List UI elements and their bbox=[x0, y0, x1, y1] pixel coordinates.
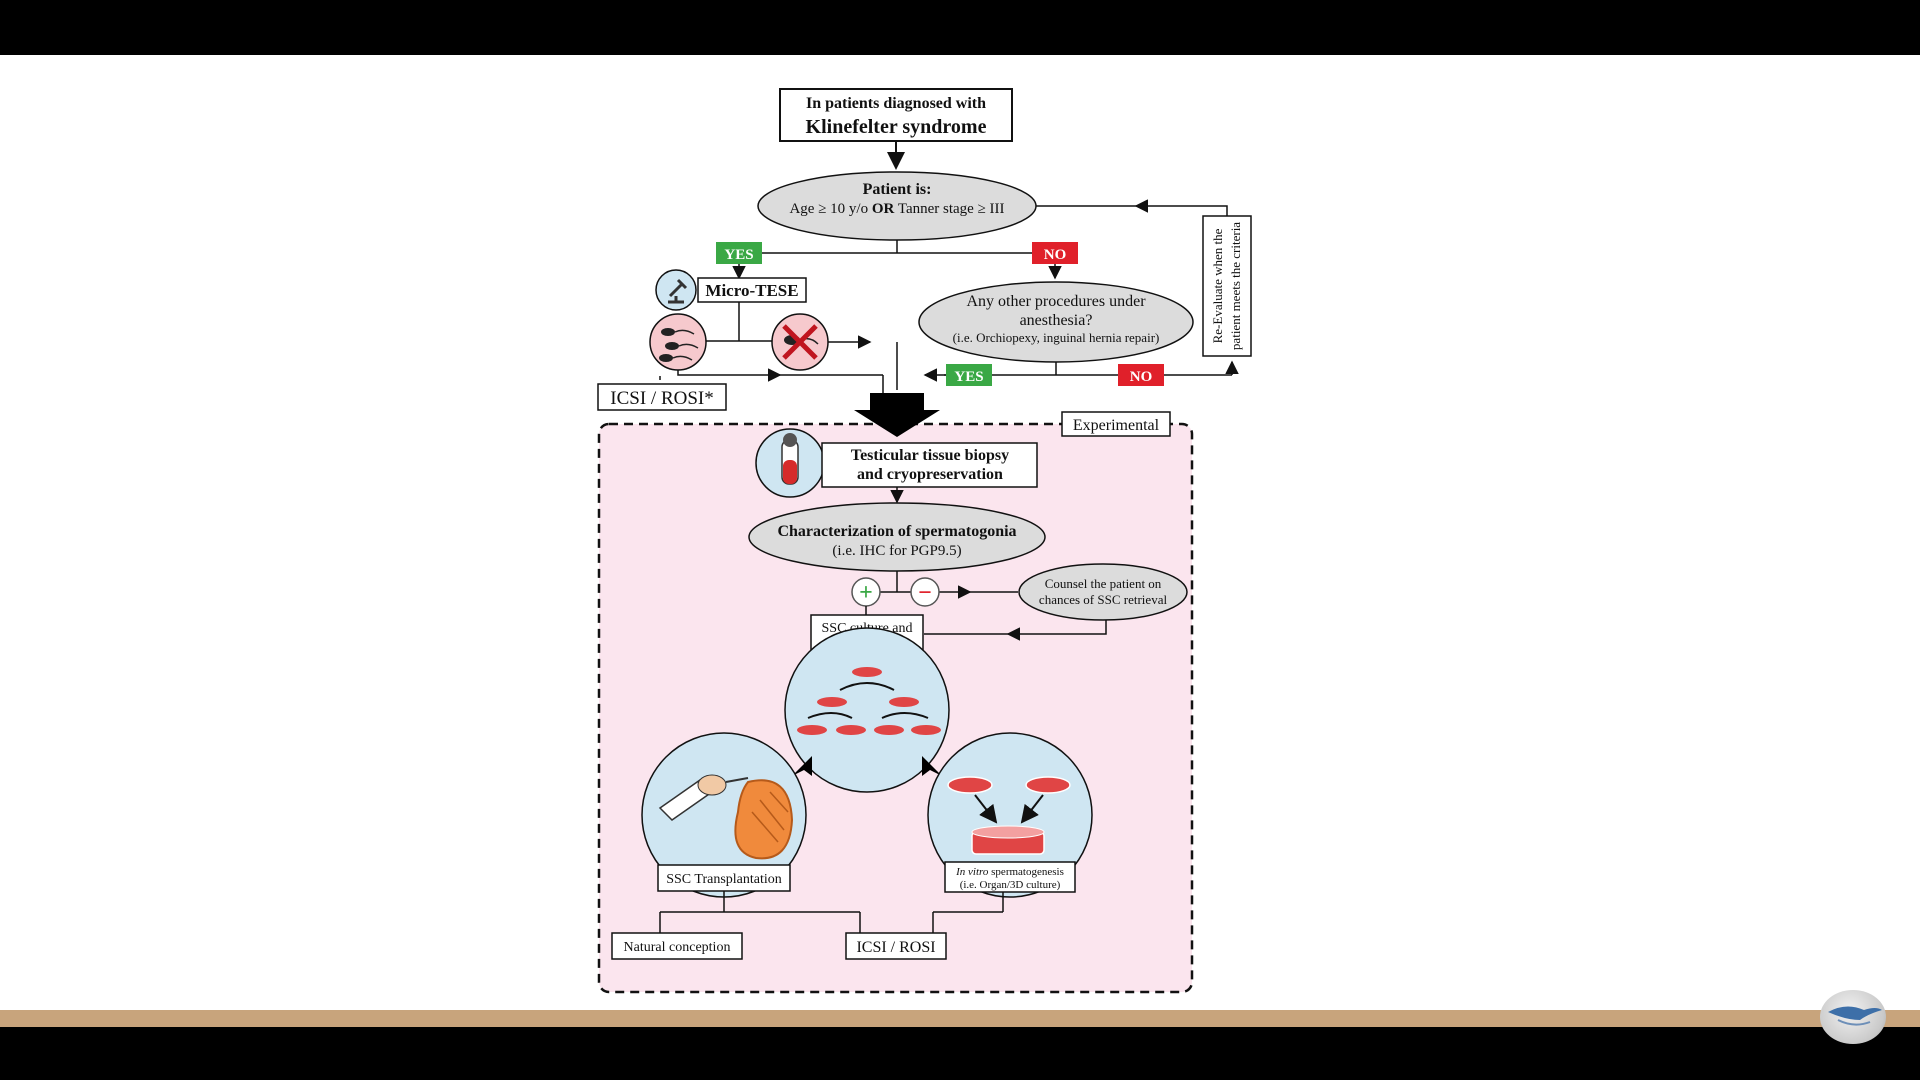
big-down-arrow bbox=[854, 393, 940, 437]
start-line2: Klinefelter syndrome bbox=[806, 116, 987, 138]
testis-icon bbox=[734, 779, 794, 860]
svg-text:patient meets the criteria: patient meets the criteria bbox=[1228, 222, 1243, 350]
svg-text:(i.e. Organ/3D culture): (i.e. Organ/3D culture) bbox=[960, 879, 1061, 891]
svg-text:Characterization of spermatogo: Characterization of spermatogonia bbox=[777, 523, 1016, 540]
svg-text:−: − bbox=[918, 580, 932, 606]
no-badge-2 bbox=[1118, 364, 1164, 386]
microscope-icon bbox=[655, 269, 697, 311]
culture-propagation-icon bbox=[784, 627, 950, 793]
svg-text:Re-Evaluate when the: Re-Evaluate when the bbox=[1210, 228, 1225, 343]
criteria-text: Age ≥ 10 y/o OR Tanner stage ≥ III bbox=[789, 201, 1004, 217]
petri-dish-icon bbox=[927, 732, 1093, 898]
svg-text:ICSI / ROSI: ICSI / ROSI bbox=[856, 939, 935, 956]
svg-text:Counsel the patient on: Counsel the patient on bbox=[1045, 576, 1162, 591]
svg-text:anesthesia?: anesthesia? bbox=[1020, 312, 1093, 329]
svg-text:Micro-TESE: Micro-TESE bbox=[705, 281, 798, 300]
icsi-rosi-box bbox=[845, 932, 947, 960]
negative-icon bbox=[910, 577, 940, 607]
svg-text:Testicular tissue biopsy: Testicular tissue biopsy bbox=[851, 447, 1009, 464]
counsel-ellipse bbox=[1018, 563, 1188, 621]
svg-text:ICSI / ROSI*: ICSI / ROSI* bbox=[610, 388, 713, 409]
yes-badge bbox=[716, 242, 762, 264]
svg-text:NO: NO bbox=[1130, 369, 1153, 385]
no-sperm-icon bbox=[771, 313, 829, 371]
invitro-box bbox=[944, 861, 1076, 893]
sperm-icon bbox=[649, 313, 707, 371]
svg-text:NO: NO bbox=[1044, 247, 1067, 263]
svg-text:YES: YES bbox=[724, 247, 753, 263]
arrow-left bbox=[792, 756, 812, 776]
svg-text:and cryopreservation: and cryopreservation bbox=[857, 466, 1003, 483]
start-line1: In patients diagnosed with bbox=[806, 95, 986, 112]
svg-text:Natural conception: Natural conception bbox=[624, 940, 731, 955]
svg-text:+: + bbox=[859, 580, 873, 606]
logo-icon bbox=[1820, 990, 1886, 1044]
biopsy-box bbox=[821, 442, 1038, 488]
svg-text:(i.e. Orchiopexy, inguinal her: (i.e. Orchiopexy, inguinal hernia repair… bbox=[953, 330, 1160, 345]
svg-text:(i.e. IHC for PGP9.5): (i.e. IHC for PGP9.5) bbox=[832, 543, 961, 559]
svg-text:chances of SSC retrieval: chances of SSC retrieval bbox=[1039, 592, 1168, 607]
no-badge bbox=[1032, 242, 1078, 264]
natural-conception-box bbox=[611, 932, 743, 960]
test-tube-icon bbox=[755, 428, 825, 498]
microtese-box bbox=[697, 277, 807, 303]
arrow-right bbox=[922, 756, 942, 776]
icsi-rosi-star-box bbox=[597, 383, 727, 411]
criteria-title: Patient is: bbox=[863, 181, 932, 198]
svg-text:In vitro spermatogenesis: In vitro spermatogenesis bbox=[955, 866, 1064, 878]
experimental-label: Experimental bbox=[1073, 417, 1160, 434]
yes-badge-2 bbox=[946, 364, 992, 386]
start-box bbox=[779, 88, 1013, 142]
svg-text:YES: YES bbox=[954, 369, 983, 385]
svg-text:Any other procedures under: Any other procedures under bbox=[966, 293, 1146, 310]
footer-bar bbox=[0, 1010, 1920, 1027]
svg-text:SSC Transplantation: SSC Transplantation bbox=[666, 872, 782, 887]
